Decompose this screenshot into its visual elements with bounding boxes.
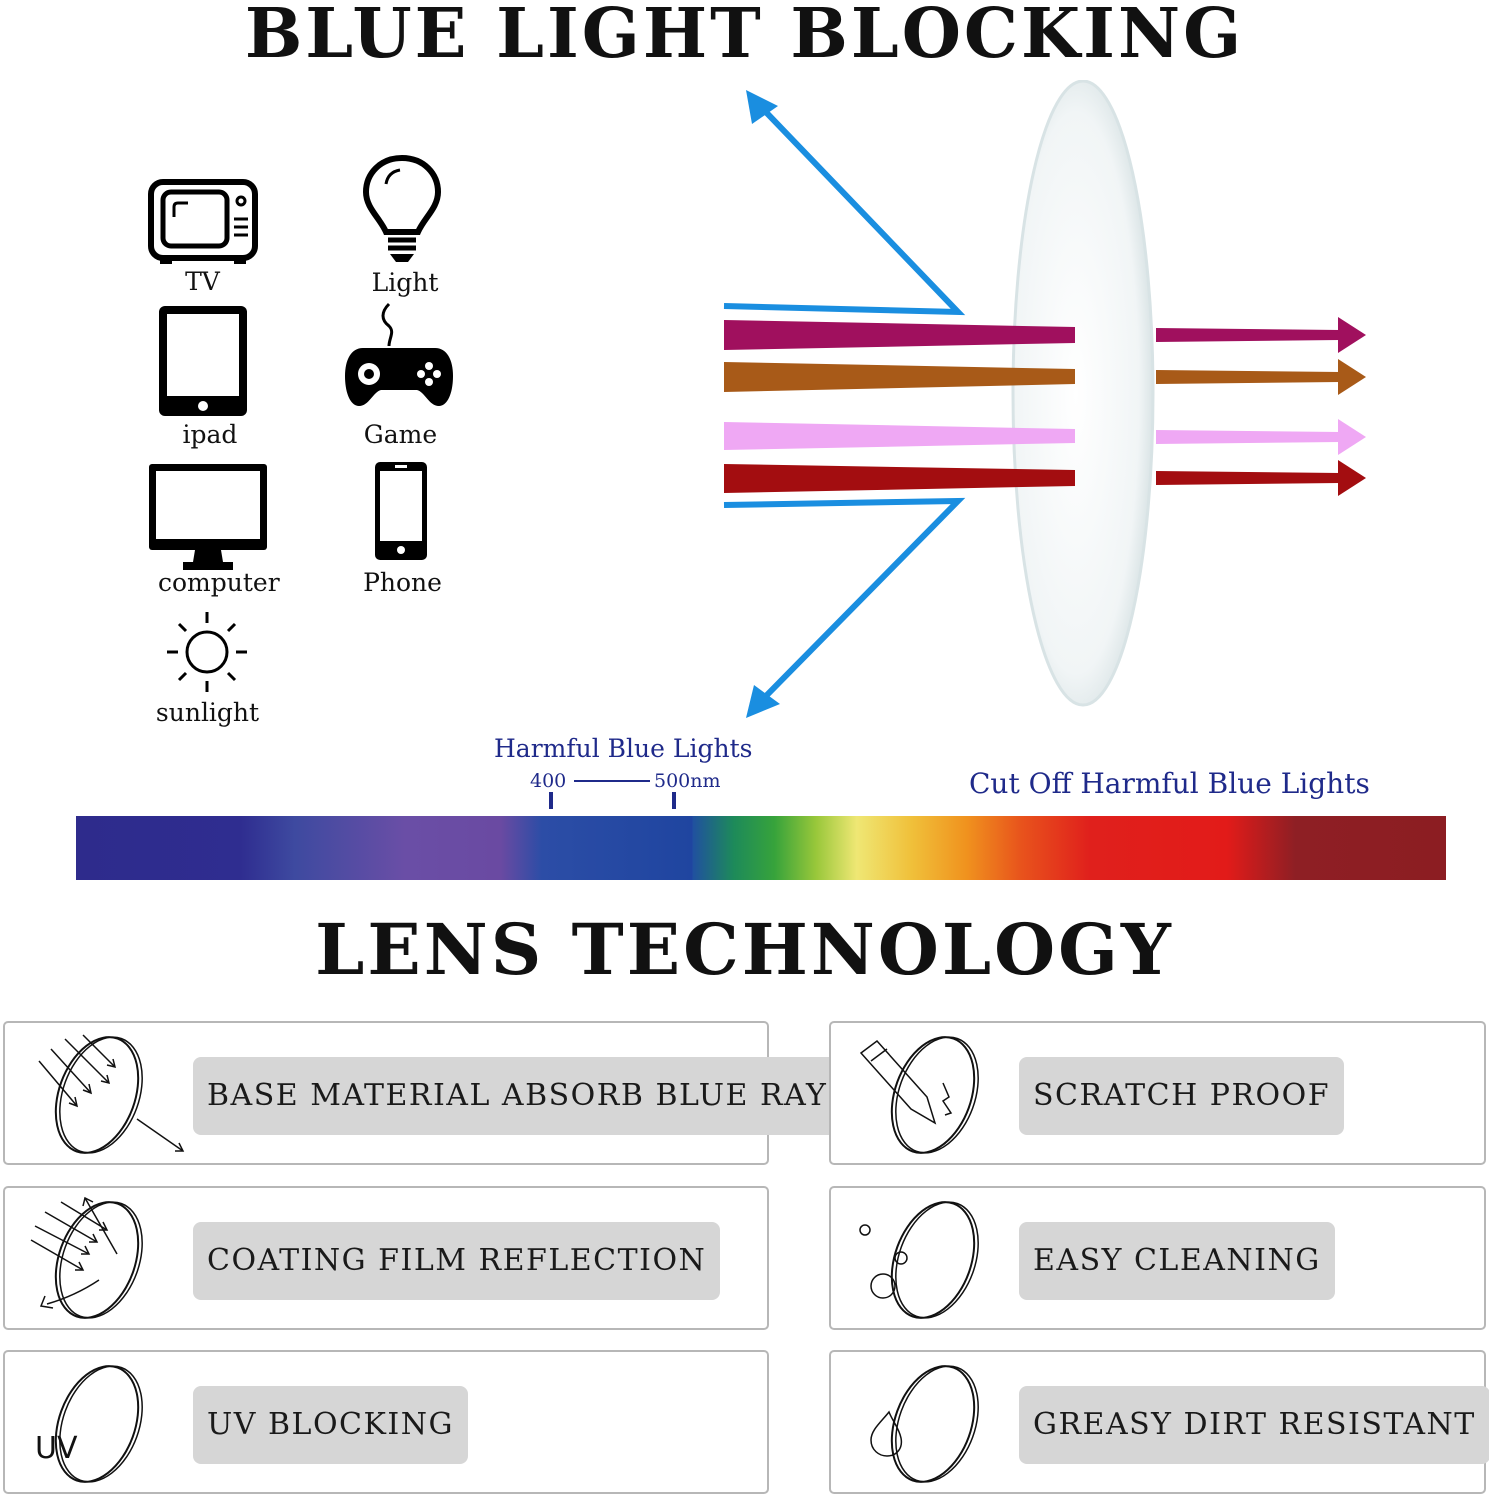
device-tv: TV	[140, 175, 265, 300]
harmful-blue-label: Harmful Blue Lights	[494, 734, 753, 763]
orange-ray-out	[1156, 359, 1366, 395]
tv-icon	[148, 179, 258, 264]
red-ray-out	[1156, 460, 1366, 496]
lens-grease-icon	[870, 1365, 979, 1483]
blue-ray-down	[723, 497, 966, 718]
lens	[1011, 80, 1155, 707]
tick-400-mark	[549, 792, 553, 809]
feature-card: UV UV BLOCKING	[3, 1350, 769, 1494]
monitor-icon	[149, 464, 267, 570]
red-ray-in	[724, 464, 1075, 493]
device-phone: Phone	[345, 460, 460, 600]
device-label: Game	[363, 420, 438, 449]
light-bulb-icon	[362, 154, 442, 262]
feature-label: COATING FILM REFLECTION	[193, 1222, 721, 1300]
lens-ray-diagram	[723, 80, 1366, 718]
device-ipad: ipad	[145, 302, 275, 452]
feature-label: UV BLOCKING	[193, 1386, 468, 1464]
feature-card: EASY CLEANING	[829, 1186, 1486, 1330]
phone-icon	[375, 462, 427, 560]
feature-card: GREASY DIRT RESISTANT	[829, 1350, 1489, 1494]
device-label: ipad	[182, 420, 238, 449]
feature-card: BASE MATERIAL ABSORB BLUE RAY	[3, 1021, 842, 1165]
pink-ray-out	[1156, 419, 1366, 455]
sun-icon	[167, 612, 247, 692]
feature-label: EASY CLEANING	[1019, 1222, 1335, 1300]
device-light: Light	[340, 150, 470, 300]
feature-label: BASE MATERIAL ABSORB BLUE RAY	[193, 1057, 842, 1135]
uv-text: UV	[35, 1431, 78, 1466]
feature-label: GREASY DIRT RESISTANT	[1019, 1386, 1489, 1464]
lens-uv-icon: UV	[35, 1365, 143, 1483]
feature-label: SCRATCH PROOF	[1019, 1057, 1345, 1135]
device-label: Light	[371, 268, 439, 297]
cutoff-label: Cut Off Harmful Blue Lights	[969, 767, 1370, 800]
orange-ray-in	[724, 362, 1075, 392]
tick-500-label: 500nm	[654, 770, 721, 792]
device-sunlight: sunlight	[145, 608, 270, 733]
lens-absorb-icon	[38, 1034, 185, 1154]
device-game: Game	[338, 302, 463, 452]
magenta-ray-in	[724, 320, 1075, 350]
device-label: Phone	[363, 568, 442, 597]
device-label: sunlight	[155, 698, 260, 727]
range-line	[574, 780, 650, 782]
device-label: computer	[158, 568, 280, 597]
gamepad-icon	[345, 302, 453, 406]
tick-400-label: 400	[530, 770, 567, 792]
page-title: BLUE LIGHT BLOCKING	[244, 0, 1245, 74]
device-computer: computer	[145, 460, 290, 600]
pink-ray-in	[724, 422, 1075, 450]
light-spectrum-bar	[76, 816, 1446, 880]
blue-ray-up	[723, 90, 966, 316]
feature-card: COATING FILM REFLECTION	[3, 1186, 769, 1330]
feature-card: SCRATCH PROOF	[829, 1021, 1486, 1165]
tick-500-mark	[672, 792, 676, 809]
magenta-ray-out	[1156, 317, 1366, 353]
lens-reflection-icon	[30, 1196, 143, 1319]
lens-scratch-icon	[859, 1036, 979, 1154]
lens-cleaning-icon	[859, 1201, 979, 1319]
tablet-icon	[159, 306, 247, 416]
device-label: TV	[185, 267, 220, 296]
section-title: LENS TECHNOLOGY	[315, 908, 1174, 991]
